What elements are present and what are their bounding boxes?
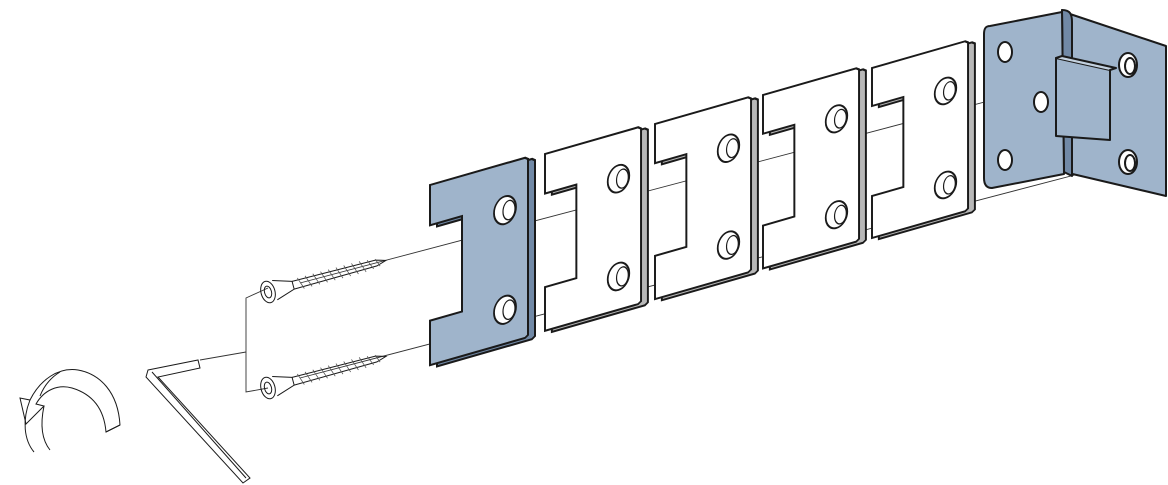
allen-key-icon bbox=[145, 359, 251, 484]
plate-hole bbox=[493, 195, 517, 226]
spacer-plate bbox=[543, 125, 649, 334]
bracket-hole bbox=[997, 149, 1013, 171]
bracket-hole bbox=[1033, 91, 1049, 113]
guide-line-key bbox=[199, 351, 247, 361]
plate-hole bbox=[824, 104, 849, 134]
plate-hole-inner bbox=[502, 299, 516, 321]
plate-hole bbox=[716, 133, 741, 163]
plate-hole-inner bbox=[942, 175, 956, 195]
bracket-hole bbox=[997, 41, 1013, 63]
spacer-plate bbox=[653, 95, 759, 302]
u-clamp-plate bbox=[428, 155, 537, 368]
plate-face bbox=[870, 39, 970, 240]
plate-face bbox=[653, 95, 753, 301]
angle-bracket bbox=[983, 9, 1167, 197]
plate-hole bbox=[933, 170, 958, 200]
spacer-plate bbox=[761, 66, 867, 271]
rotate-arrow-icon bbox=[19, 369, 121, 453]
guide-line-bracket bbox=[245, 287, 269, 393]
plate-hole-inner bbox=[725, 138, 739, 159]
plate-hole bbox=[716, 230, 741, 260]
plate-hole-inner bbox=[942, 81, 956, 101]
plate-hole-inner bbox=[615, 266, 629, 287]
plate-hole bbox=[824, 200, 849, 230]
plate-hole bbox=[933, 76, 958, 106]
plate-hole bbox=[606, 261, 631, 292]
plate-hole-inner bbox=[615, 168, 629, 189]
plate-stack bbox=[428, 39, 976, 368]
spacer-plate bbox=[870, 39, 976, 241]
plate-face bbox=[543, 125, 643, 332]
plate-face bbox=[428, 155, 530, 367]
plate-hole-inner bbox=[833, 108, 847, 129]
screw-lower bbox=[260, 354, 388, 400]
plate-hole bbox=[606, 163, 631, 194]
plate-hole-inner bbox=[833, 204, 847, 225]
plate-hole-inner bbox=[725, 234, 739, 256]
screw-upper bbox=[260, 258, 388, 304]
plate-face bbox=[761, 66, 861, 270]
plate-hole-inner bbox=[502, 199, 516, 221]
plate-hole bbox=[493, 294, 517, 325]
